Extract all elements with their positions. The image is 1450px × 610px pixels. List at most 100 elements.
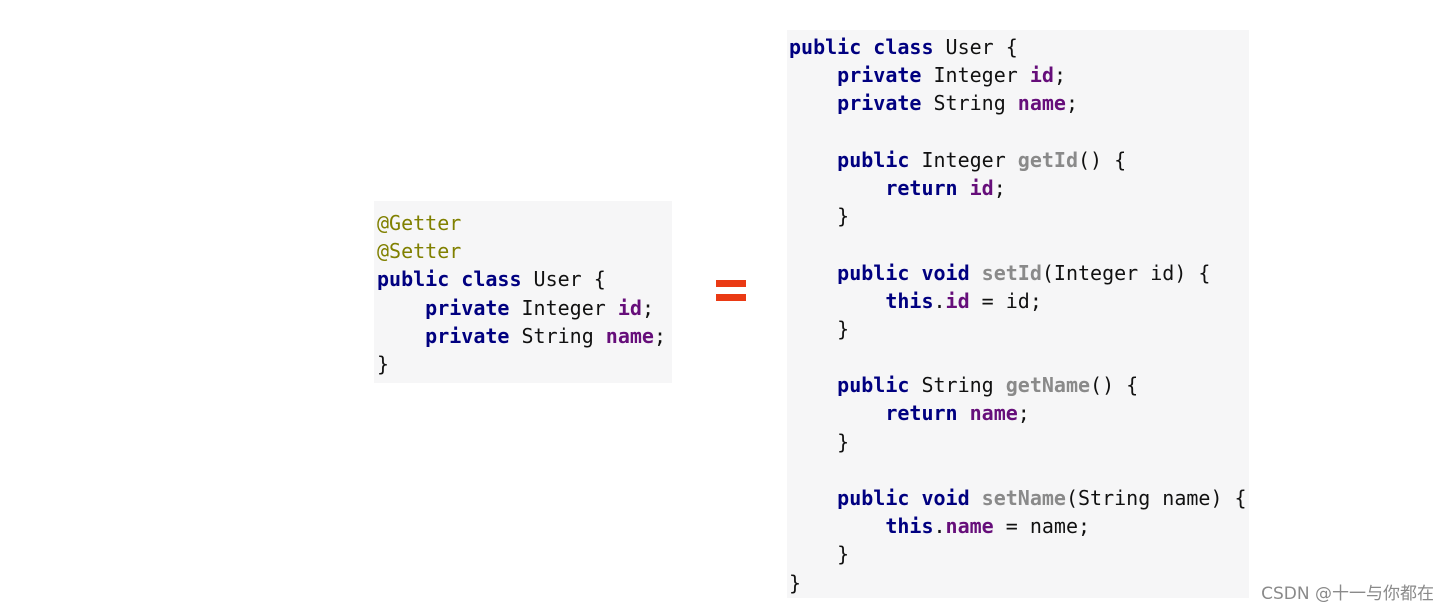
code-token bbox=[789, 401, 885, 425]
code-token: . bbox=[933, 514, 946, 539]
code-token: name bbox=[969, 401, 1018, 426]
code-token: } bbox=[789, 542, 850, 567]
code-token: name bbox=[945, 514, 994, 539]
code-token: = id; bbox=[969, 288, 1042, 313]
code-token: } bbox=[789, 429, 850, 454]
equals-sign-bottom-bar bbox=[716, 294, 746, 301]
code-token: Integer bbox=[909, 147, 1018, 172]
code-token: private bbox=[837, 63, 922, 88]
code-token: ; bbox=[1017, 401, 1030, 426]
code-token: private bbox=[425, 323, 510, 348]
code-token: () { bbox=[1078, 147, 1127, 172]
code-token: (Integer id) { bbox=[1041, 260, 1211, 285]
code-token bbox=[789, 63, 837, 87]
code-token: Integer bbox=[509, 295, 618, 320]
expanded-code-line: private Integer id; bbox=[789, 61, 1249, 89]
code-token: id bbox=[617, 295, 642, 320]
code-token: } bbox=[789, 316, 850, 341]
annotated-code-line: @Getter bbox=[377, 209, 672, 237]
code-token: private bbox=[425, 295, 510, 320]
equals-sign-icon bbox=[716, 280, 746, 302]
expanded-code-line: } bbox=[789, 428, 1249, 456]
code-token: ; bbox=[641, 295, 654, 320]
annotated-code-line: @Setter bbox=[377, 237, 672, 265]
code-token bbox=[970, 486, 982, 510]
code-token: name bbox=[1017, 91, 1066, 116]
code-token: ; bbox=[653, 323, 667, 348]
code-token: () { bbox=[1090, 373, 1139, 398]
code-token: name bbox=[605, 323, 654, 348]
code-token: ; bbox=[1053, 63, 1066, 88]
code-token bbox=[789, 176, 885, 200]
code-token bbox=[789, 514, 885, 538]
code-token: Integer bbox=[921, 63, 1030, 88]
code-token: } bbox=[377, 351, 390, 376]
code-token: ; bbox=[1065, 91, 1079, 116]
expanded-code-line: } bbox=[789, 202, 1249, 230]
code-token: return bbox=[885, 401, 958, 426]
code-token: public void bbox=[837, 260, 970, 285]
expanded-code-line bbox=[789, 456, 1249, 484]
annotated-code-line: public class User { bbox=[377, 265, 672, 293]
code-token: = name; bbox=[993, 514, 1091, 539]
code-token bbox=[970, 261, 982, 285]
annotated-code-line: private String name; bbox=[377, 322, 672, 350]
code-token: User { bbox=[521, 267, 606, 292]
code-token: getId bbox=[1017, 147, 1079, 172]
code-token bbox=[789, 373, 837, 397]
expanded-code-line: return name; bbox=[789, 399, 1249, 427]
code-token bbox=[377, 296, 425, 320]
expanded-code-line: public void setId(Integer id) { bbox=[789, 259, 1249, 287]
expanded-code-line bbox=[789, 230, 1249, 258]
code-token: public bbox=[837, 147, 910, 172]
code-token: id bbox=[945, 288, 970, 313]
code-token: return bbox=[885, 175, 958, 200]
expanded-code-line: } bbox=[789, 540, 1249, 568]
expanded-code-line: } bbox=[789, 569, 1249, 597]
code-token: this bbox=[885, 514, 934, 539]
code-token: @Setter bbox=[377, 239, 462, 264]
code-token bbox=[789, 148, 837, 172]
code-token: String bbox=[509, 323, 606, 348]
code-token bbox=[789, 289, 885, 313]
equals-sign-top-bar bbox=[716, 280, 746, 287]
code-token bbox=[789, 486, 837, 510]
code-token: User { bbox=[933, 35, 1018, 59]
code-token: String bbox=[909, 373, 1006, 398]
expanded-code-line: public String getName() { bbox=[789, 371, 1249, 399]
code-token: setName bbox=[981, 486, 1066, 510]
expanded-code-line bbox=[789, 343, 1249, 371]
watermark-text: CSDN @十一与你都在 bbox=[1261, 584, 1434, 604]
code-token: String bbox=[921, 91, 1018, 116]
annotated-code-line: } bbox=[377, 350, 672, 378]
code-token: this bbox=[885, 288, 934, 313]
expanded-code-line bbox=[789, 118, 1249, 146]
annotated-code-line: private Integer id; bbox=[377, 294, 672, 322]
expanded-code-line: this.name = name; bbox=[789, 512, 1249, 540]
code-token: ; bbox=[993, 175, 1006, 200]
code-block-expanded-getters-setters: public class User { private Integer id; … bbox=[787, 30, 1249, 598]
expanded-code-line: } bbox=[789, 315, 1249, 343]
code-token: . bbox=[933, 288, 946, 313]
code-token: public bbox=[837, 373, 910, 398]
expanded-code-line: public Integer getId() { bbox=[789, 146, 1249, 174]
expanded-code-line: public void setName(String name) { bbox=[789, 484, 1249, 512]
code-token bbox=[958, 401, 970, 425]
code-token: setId bbox=[981, 260, 1042, 285]
code-token bbox=[789, 91, 837, 115]
code-token: getName bbox=[1005, 373, 1091, 398]
code-token: id bbox=[1029, 63, 1054, 88]
code-token: } bbox=[789, 204, 850, 229]
code-token: private bbox=[837, 91, 922, 116]
code-token bbox=[789, 261, 837, 285]
expanded-code-line: private String name; bbox=[789, 89, 1249, 117]
code-token: } bbox=[789, 570, 802, 595]
code-token bbox=[377, 324, 425, 348]
expanded-code-line: public class User { bbox=[789, 33, 1249, 61]
expanded-code-line: this.id = id; bbox=[789, 287, 1249, 315]
expanded-code-line: return id; bbox=[789, 174, 1249, 202]
code-token: (String name) { bbox=[1065, 486, 1247, 510]
code-token: id bbox=[969, 175, 994, 200]
code-token bbox=[958, 176, 970, 200]
